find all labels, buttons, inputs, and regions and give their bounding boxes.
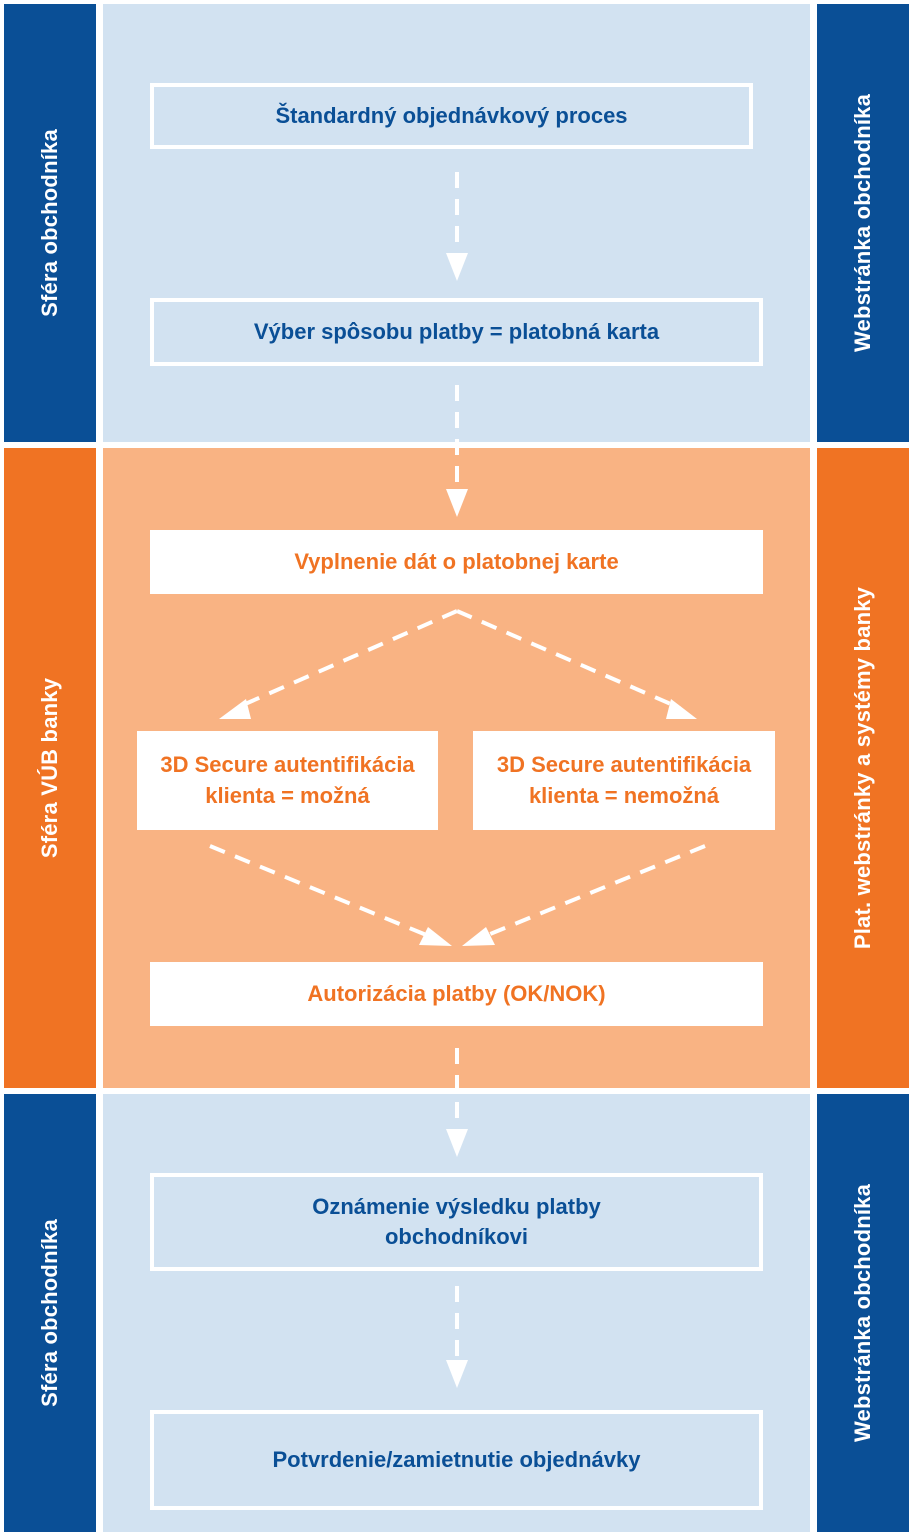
merchant-sphere-top-band: Sféra obchodníka Webstránka obchodníka	[0, 0, 913, 442]
arrowhead-icon	[446, 253, 468, 281]
center-panel-top	[103, 4, 810, 442]
authorization-text: Autorizácia platby (OK/NOK)	[307, 980, 606, 1006]
secure-possible-step: 3D Secure autentifikácia klienta = možná	[137, 731, 438, 830]
arrow-card-to-possible-line	[235, 609, 458, 710]
arrowhead-icon	[462, 927, 495, 946]
secure-impossible-step: 3D Secure autentifikácia klienta = nemož…	[473, 731, 775, 830]
card-data-step: Vyplnenie dát o platobnej karte	[150, 530, 763, 594]
merchant-sphere-bottom-band: Sféra obchodníka Webstránka obchodníka	[0, 1094, 913, 1532]
confirmation-text: Potvrdenie/zamietnutie objednávky	[272, 1446, 641, 1472]
arrow-card-to-impossible-line	[456, 609, 681, 710]
arrow-impossible-to-auth-line	[477, 844, 706, 941]
notification-step: Oznámenie výsledku platby obchodníkovi	[150, 1173, 763, 1271]
secure-impossible-line1: 3D Secure autentifikácia	[496, 752, 752, 778]
arrowhead-icon	[419, 927, 452, 946]
left-side-panel-top: Sféra obchodníka	[4, 4, 96, 442]
right-side-panel-top: Webstránka obchodníka	[817, 4, 909, 442]
card-data-text: Vyplnenie dát o platobnej karte	[294, 548, 619, 574]
authorization-step: Autorizácia platby (OK/NOK)	[150, 962, 763, 1026]
notification-line1: Oznámenie výsledku platby	[312, 1193, 601, 1219]
arrowhead-icon	[446, 1360, 468, 1388]
payment-choice-step: Výber spôsobu platby = platobná karta	[150, 298, 763, 366]
right-side-panel-middle: Plat. webstránky a systémy banky	[817, 448, 909, 1088]
confirmation-step: Potvrdenie/zamietnutie objednávky	[150, 1410, 763, 1510]
secure-possible-line1: 3D Secure autentifikácia	[160, 752, 415, 778]
left-side-panel-bottom: Sféra obchodníka	[4, 1094, 96, 1532]
standard-order-step: Štandardný objednávkový proces	[150, 83, 753, 149]
right-side-panel-bottom: Webstránka obchodníka	[817, 1094, 909, 1532]
secure-possible-line2: klienta = možná	[205, 782, 370, 808]
arrowhead-icon	[666, 699, 697, 719]
arrowhead-icon	[446, 1129, 468, 1157]
arrow-possible-to-auth-line	[209, 844, 437, 941]
payment-choice-text: Výber spôsobu platby = platobná karta	[253, 318, 660, 344]
left-side-panel-middle: Sféra VÚB banky	[4, 448, 96, 1088]
secure-impossible-line2: klienta = nemožná	[528, 782, 720, 808]
arrowhead-icon	[446, 489, 468, 517]
arrowhead-icon	[219, 699, 251, 719]
notification-line2: obchodníkovi	[384, 1224, 528, 1249]
standard-order-text: Štandardný objednávkový proces	[275, 102, 628, 128]
